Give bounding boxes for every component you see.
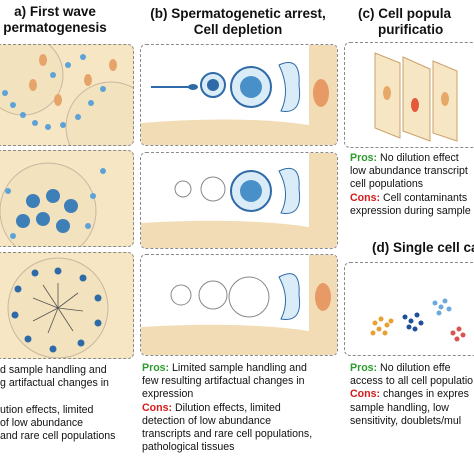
header-c: (c) Cell popula purificatio	[358, 6, 474, 38]
tubule-section-with-spermatocytes	[0, 162, 106, 246]
panel-b1	[140, 44, 338, 146]
cons-text: Cell contaminants	[380, 191, 468, 204]
header-a-line1: a) First wave	[14, 4, 96, 19]
text-a-line: ution effects, limited	[0, 403, 94, 416]
header-a: a) First wave permatogenesis	[0, 4, 114, 36]
text-d: Pros: No dilution effe access to all cel…	[350, 362, 474, 428]
cons-text: sample handling, low	[350, 401, 449, 414]
depletion-stage-2-illustration	[141, 153, 337, 248]
header-b: (b) Spermatogenetic arrest, Cell depleti…	[140, 6, 336, 38]
pros-text: expression	[142, 388, 194, 401]
pros-text: low abundance transcript	[350, 165, 468, 178]
cons-text: transcripts and rare cell populations,	[142, 428, 313, 441]
text-a-line: d sample handling and	[0, 364, 107, 376]
header-b-line2: Cell depletion	[193, 22, 283, 37]
cons-text: Dilution effects, limited	[172, 401, 281, 414]
purified-cells-illustration	[374, 52, 458, 142]
panel-a3	[0, 252, 134, 359]
text-c: Pros: No dilution effect low abundance t…	[350, 152, 474, 218]
header-b-line1: (b) Spermatogenetic arrest,	[150, 6, 326, 21]
cons-text: expression during sample	[350, 204, 471, 217]
header-d-line1: (d) Single cell ca	[372, 240, 474, 255]
pros-text: Limited sample handling and	[169, 362, 307, 374]
pros-text: cell populations	[350, 178, 424, 191]
header-d: (d) Single cell ca	[372, 240, 474, 256]
text-a-line: and rare cell populations	[0, 430, 116, 443]
single-cell-clusters-illustration	[370, 298, 466, 342]
text-a-line: of low abundance	[0, 416, 84, 429]
header-c-line2: purificatio	[378, 22, 444, 37]
cons-text: pathological tissues	[142, 441, 235, 454]
pros-label: Pros:	[142, 362, 170, 374]
depletion-stage-1-illustration	[141, 45, 337, 145]
depletion-stage-3-illustration	[141, 255, 337, 355]
cons-text: sensitivity, doublets/mul	[350, 414, 462, 427]
cons-label: Cons:	[350, 388, 381, 401]
pros-text: No dilution effect	[377, 152, 459, 164]
panel-a1	[0, 44, 134, 146]
pros-label: Pros:	[350, 152, 378, 164]
text-b: Pros: Limited sample handling and few re…	[142, 362, 338, 454]
cons-text: detection of low abundance	[142, 414, 271, 427]
panel-a2	[0, 150, 134, 247]
panel-d	[344, 262, 474, 356]
panel-b2	[140, 152, 338, 249]
cons-label: Cons:	[350, 191, 381, 204]
pros-text: access to all cell populatio	[350, 375, 474, 388]
cons-text: changes in expres	[380, 388, 469, 401]
tubule-section-illustration	[0, 45, 133, 145]
pros-label: Pros:	[350, 362, 378, 374]
pros-text: few resulting artifactual changes in	[142, 375, 305, 388]
tubule-section-full-spermatogenesis	[7, 257, 109, 358]
pros-text: No dilution effe	[377, 362, 451, 374]
header-c-line1: (c) Cell popula	[358, 6, 452, 21]
panel-c	[344, 42, 474, 148]
text-a-line	[0, 390, 134, 403]
cons-label: Cons:	[142, 401, 173, 414]
text-a: d sample handling and g artifactual chan…	[0, 364, 134, 443]
text-a-line: g artifactual changes in	[0, 377, 109, 390]
header-a-line2: permatogenesis	[3, 20, 107, 35]
panel-b3	[140, 254, 338, 356]
